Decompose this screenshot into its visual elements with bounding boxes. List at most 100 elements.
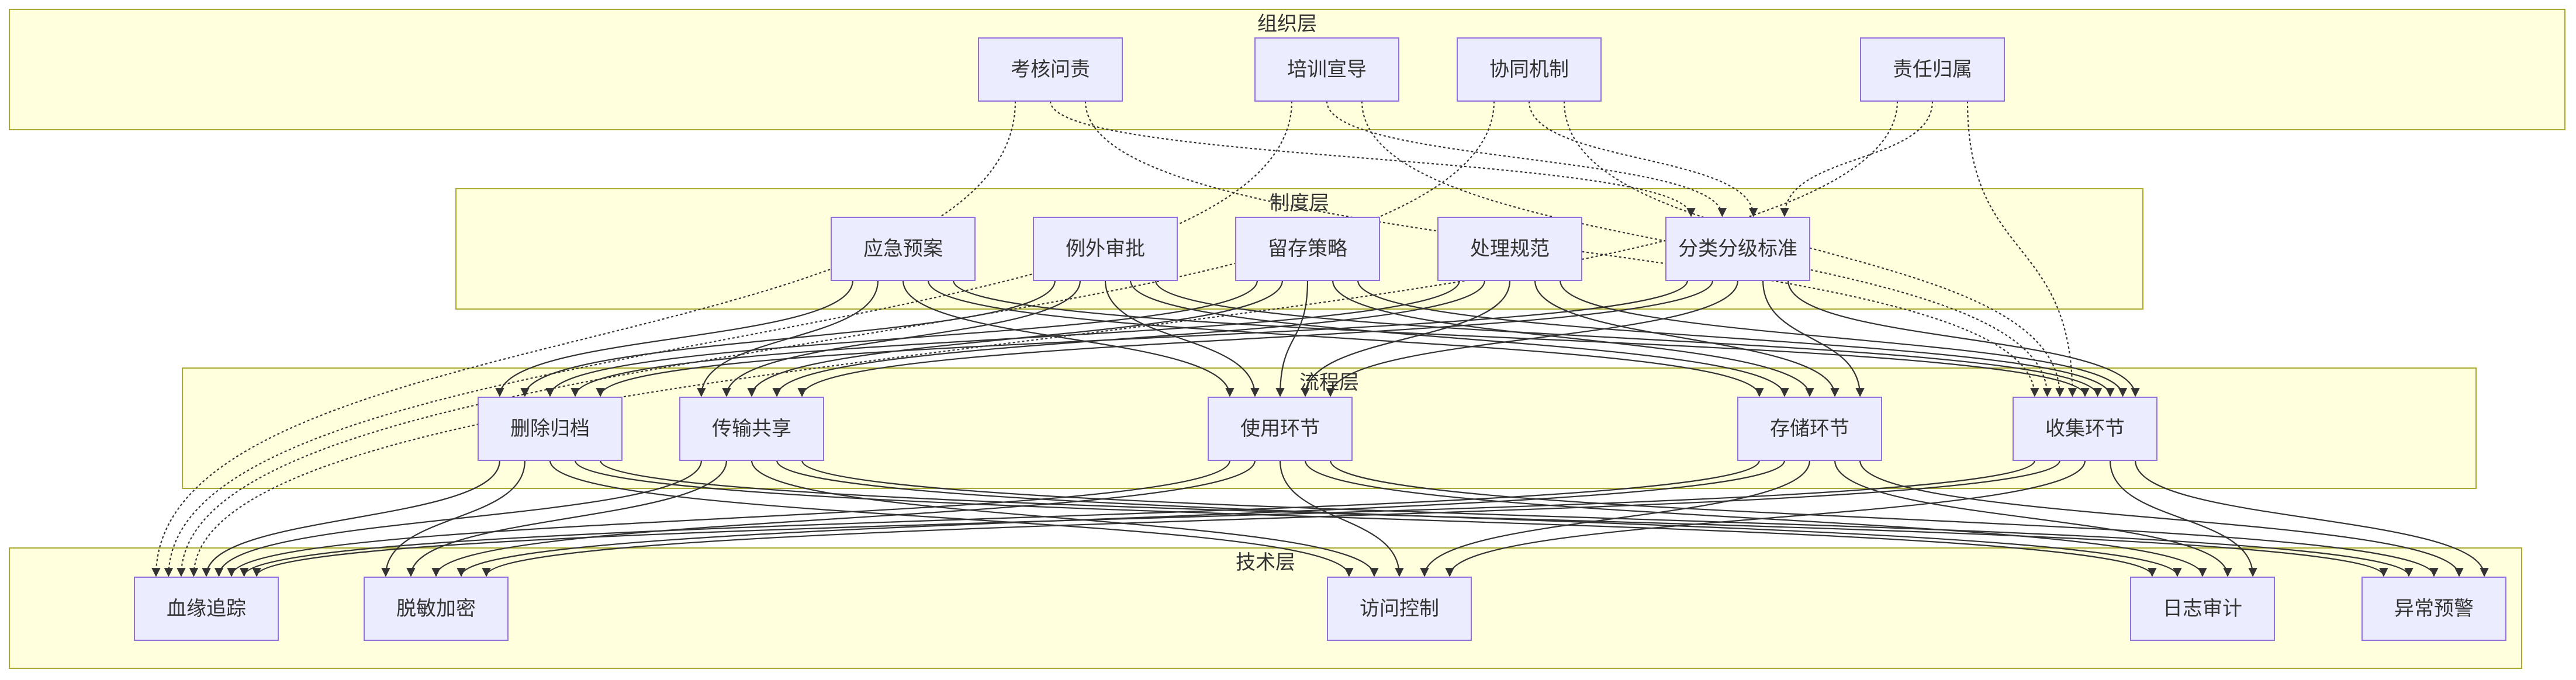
node-flfj: 分类分级标准 xyxy=(1665,217,1810,281)
node-clgf-box xyxy=(1437,217,1582,281)
node-pxxd-label: 培训宣导 xyxy=(1287,58,1367,81)
node-syhj-label: 使用环节 xyxy=(1240,417,1320,440)
edge-sjhj-to-rzsj xyxy=(2109,460,2257,577)
edge-lccl-to-cchj xyxy=(1332,280,1814,397)
node-csgx-label: 传输共享 xyxy=(712,417,791,440)
node-ycyj-box xyxy=(2361,577,2506,641)
node-rzsj-label: 日志审计 xyxy=(2163,597,2242,620)
edge-scgd-to-rzsj xyxy=(574,460,2157,577)
edge-cchj-to-rzsj xyxy=(1834,460,2232,577)
edge-cchj-to-ycyj xyxy=(1859,460,2464,577)
node-lccl-label: 留存策略 xyxy=(1268,237,1347,261)
edge-sjhj-to-xyzz xyxy=(252,460,2035,577)
edge-scgd-to-ycyj xyxy=(600,460,2388,577)
edge-lccl-to-csgx xyxy=(747,280,1284,397)
edge-clgf-to-sjhj xyxy=(1560,280,2128,397)
node-fwkz-box xyxy=(1327,577,1472,641)
node-tmjm-box xyxy=(364,577,509,641)
node-xtjz-label: 协同机制 xyxy=(1489,58,1569,81)
node-pxxd-box xyxy=(1254,37,1399,102)
edge-lwsp-to-cchj xyxy=(1129,280,1789,397)
edge-clgf-to-csgx xyxy=(772,280,1486,397)
edge-yjya-to-sjhj xyxy=(953,280,2090,397)
node-xtjz: 协同机制 xyxy=(1457,37,1602,102)
edge-xtjz-to-xyzz xyxy=(177,100,1495,577)
edge-csgx-to-xyzz xyxy=(214,460,702,577)
node-fwkz: 访问控制 xyxy=(1327,577,1472,641)
node-cchj: 存储环节 xyxy=(1737,397,1882,461)
node-cchj-box xyxy=(1737,397,1882,461)
edge-lccl-to-syhj xyxy=(1275,280,1309,397)
node-rzsj: 日志审计 xyxy=(2130,577,2275,641)
node-lccl: 留存策略 xyxy=(1235,217,1380,281)
edge-flfj-to-syhj xyxy=(1326,280,1739,397)
edge-lwsp-to-csgx xyxy=(722,280,1081,397)
node-zrgs-box xyxy=(1860,37,2005,102)
node-lwsp: 例外审批 xyxy=(1033,217,1178,281)
node-clgf: 处理规范 xyxy=(1437,217,1582,281)
edge-flfj-to-scgd xyxy=(596,280,1688,397)
edge-khwz-to-xyzz xyxy=(151,100,1016,577)
node-csgx: 传输共享 xyxy=(679,397,824,461)
edge-lwsp-to-sjhj xyxy=(1155,280,2103,397)
node-fwkz-label: 访问控制 xyxy=(1360,597,1439,620)
node-lccl-box xyxy=(1235,217,1380,281)
node-flfj-box xyxy=(1665,217,1810,281)
node-yjya-label: 应急预案 xyxy=(863,237,943,261)
edge-zrgs-to-sjhj xyxy=(1966,100,2077,397)
node-sjhj-label: 收集环节 xyxy=(2045,417,2125,440)
node-khwz-box xyxy=(978,37,1123,102)
edge-syhj-to-rzsj xyxy=(1304,460,2207,577)
node-tmjm: 脱敏加密 xyxy=(364,577,509,641)
edge-sjhj-to-ycyj xyxy=(2135,460,2489,577)
edge-csgx-to-ycyj xyxy=(801,460,2414,577)
edge-syhj-to-fwkz xyxy=(1279,460,1404,577)
edge-lwsp-to-syhj xyxy=(1104,280,1260,397)
edge-clgf-to-cchj xyxy=(1534,280,1839,397)
node-scgd-label: 删除归档 xyxy=(510,417,590,440)
node-ycyj-label: 异常预警 xyxy=(2394,597,2474,620)
edge-yjya-to-cchj xyxy=(927,280,1764,397)
node-pxxd: 培训宣导 xyxy=(1254,37,1399,102)
edge-flfj-to-cchj xyxy=(1762,280,1865,397)
edge-yjya-to-syhj xyxy=(902,280,1235,397)
node-yjya-box xyxy=(831,217,976,281)
node-xyzz: 血缘追踪 xyxy=(134,577,279,641)
edge-pxxd-to-flfj xyxy=(1326,100,1727,217)
edge-scgd-to-xyzz xyxy=(202,460,500,577)
node-flfj-label: 分类分级标准 xyxy=(1678,237,1797,261)
node-rzsj-box xyxy=(2130,577,2275,641)
node-syhj: 使用环节 xyxy=(1208,397,1353,461)
layer-org-title: 组织层 xyxy=(1257,12,1317,36)
node-cchj-label: 存储环节 xyxy=(1770,417,1849,440)
edge-lccl-to-sjhj xyxy=(1357,280,2115,397)
edge-flfj-to-sjhj xyxy=(1787,280,2140,397)
edge-syhj-to-ycyj xyxy=(1330,460,2439,577)
node-sjhj-box xyxy=(2013,397,2157,461)
node-syhj-box xyxy=(1208,397,1353,461)
node-sjhj: 收集环节 xyxy=(2013,397,2157,461)
node-xyzz-label: 血缘追踪 xyxy=(167,597,246,620)
node-khwz: 考核问责 xyxy=(978,37,1123,102)
node-xtjz-box xyxy=(1457,37,1602,102)
edge-scgd-to-tmjm xyxy=(381,460,526,577)
node-zrgs: 责任归属 xyxy=(1860,37,2005,102)
layer-tech-title: 技术层 xyxy=(1236,551,1295,574)
edge-flfj-to-csgx xyxy=(797,280,1714,397)
edge-xtjz-to-sjhj xyxy=(1563,100,2065,397)
node-lwsp-label: 例外审批 xyxy=(1066,237,1145,261)
node-xyzz-box xyxy=(134,577,279,641)
edge-scgd-to-fwkz xyxy=(549,460,1354,577)
edge-sjhj-to-tmjm xyxy=(482,460,2061,577)
node-zrgs-label: 责任归属 xyxy=(1893,58,1972,81)
edge-yjya-to-scgd xyxy=(495,280,853,397)
node-scgd-box xyxy=(478,397,623,461)
edge-syhj-to-tmjm xyxy=(431,460,1256,577)
edge-cchj-to-tmjm xyxy=(457,460,1786,577)
edge-zrgs-to-xyzz xyxy=(189,100,1899,577)
edge-sjhj-to-fwkz xyxy=(1445,460,2086,577)
edge-csgx-to-fwkz xyxy=(751,460,1379,577)
edge-yjya-to-csgx xyxy=(697,280,879,397)
edge-cchj-to-xyzz xyxy=(240,460,1760,577)
